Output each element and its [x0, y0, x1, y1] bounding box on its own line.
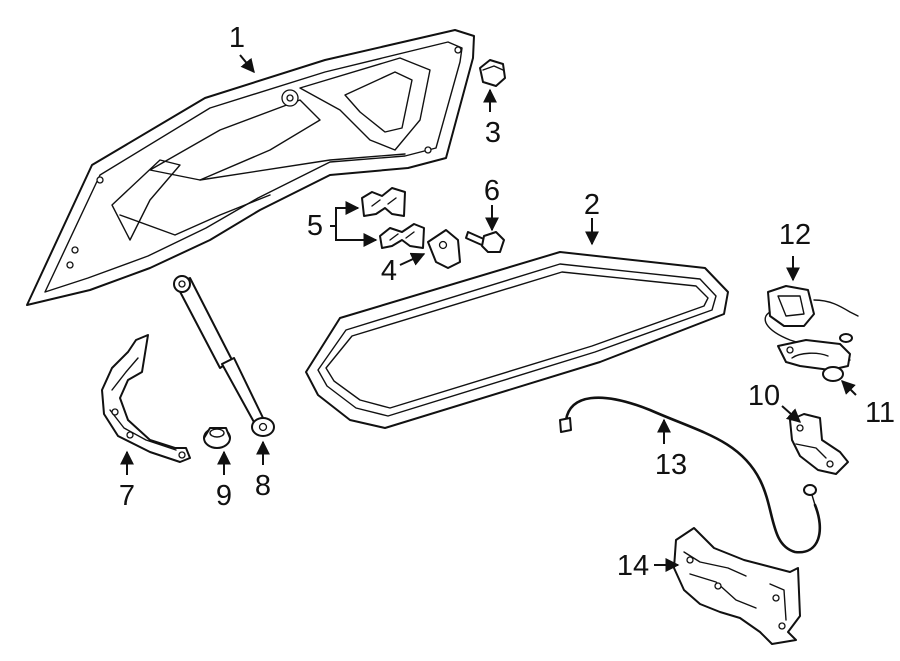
hinge-bracket[interactable]: [427, 229, 461, 269]
callout-3: 3: [485, 117, 501, 149]
callout-9: 9: [216, 480, 232, 512]
callout-8: 8: [255, 470, 271, 502]
release-cable[interactable]: [559, 396, 822, 554]
callout-2: 2: [584, 189, 600, 221]
callout-6: 6: [484, 175, 500, 207]
latch[interactable]: [777, 339, 851, 382]
trunk-lid-hinge[interactable]: [101, 334, 191, 463]
lock-bracket[interactable]: [673, 527, 801, 645]
callout-13: 13: [655, 449, 687, 481]
weatherstrip[interactable]: [305, 251, 729, 429]
callout-14: 14: [617, 550, 649, 582]
callout-5: 5: [307, 210, 323, 242]
release-actuator[interactable]: [764, 285, 859, 361]
callout-7: 7: [119, 480, 135, 512]
callout-12: 12: [779, 219, 811, 251]
callout-11: 11: [865, 397, 895, 429]
callout-10: 10: [748, 380, 780, 412]
emblem-parts[interactable]: [361, 187, 425, 249]
callout-4: 4: [381, 255, 397, 287]
trunk-lid[interactable]: [26, 29, 475, 306]
trunk-lid-bumper[interactable]: [479, 59, 506, 87]
striker[interactable]: [789, 413, 849, 475]
stop-bumper[interactable]: [203, 427, 231, 449]
callout-labels: 1 2 3 4 5 6 7 8 9 10 11 12 13 14: [119, 22, 895, 582]
lift-support-strut[interactable]: [173, 275, 275, 437]
bolt[interactable]: [465, 231, 505, 253]
callout-1: 1: [229, 22, 245, 54]
leader-lines: [120, 54, 857, 572]
